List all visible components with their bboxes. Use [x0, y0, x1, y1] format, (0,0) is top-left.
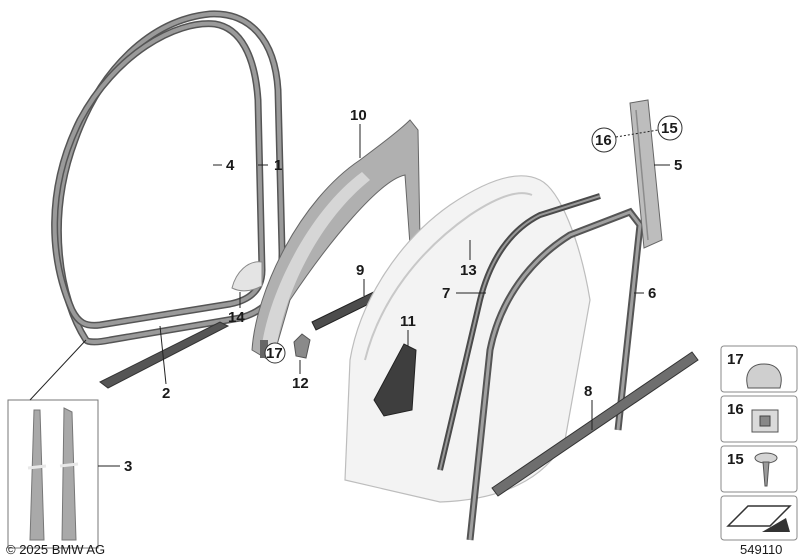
part-3-detail-box [7, 399, 99, 549]
legend-17-clip-icon [746, 363, 782, 389]
callout-2: 2 [162, 385, 170, 402]
callout-15-ring [657, 115, 683, 141]
door-seal-outer [54, 10, 286, 346]
callout-3: 3 [124, 458, 132, 475]
part-8-belt-moulding [491, 351, 699, 497]
callout-4: 4 [226, 157, 235, 174]
callout-11: 11 [400, 313, 416, 330]
callout-17-ring [264, 342, 286, 364]
callout-6: 6 [648, 285, 656, 302]
door-window-frame [364, 192, 533, 361]
part-3-pieces [27, 407, 79, 541]
leader-16-15 [615, 129, 659, 138]
callout-12: 12 [292, 375, 309, 392]
part-11-mirror-patch [373, 343, 417, 417]
part-2-strip [99, 321, 230, 389]
callout-13: 13 [460, 262, 477, 279]
callout-16-ring [591, 127, 617, 153]
legend-label-15: 15 [727, 451, 744, 468]
legend-label-16: 16 [727, 401, 744, 418]
legend-label-17: 17 [727, 351, 744, 368]
callout-5: 5 [674, 157, 682, 174]
legend-15-screw-shank [762, 461, 770, 487]
door-shell [344, 175, 591, 503]
callout-8: 8 [584, 383, 592, 400]
callout-10: 10 [350, 107, 367, 124]
door-seal-inner [51, 20, 266, 329]
callout-15: 15 [661, 120, 678, 137]
legend-box-15 [720, 445, 798, 493]
callout-9: 9 [356, 262, 364, 279]
callout-1: 1 [274, 157, 282, 174]
callout-14: 14 [228, 309, 245, 326]
part-10-pillar-trim [251, 119, 421, 363]
leader-3-detail [29, 339, 87, 401]
callout-7: 7 [442, 285, 450, 302]
legend-arrow-icon [726, 505, 792, 527]
part-10-inner-face [262, 172, 370, 350]
copyright-text: © 2025 BMW AG [6, 542, 105, 557]
part-14-trim [231, 261, 263, 292]
callout-16: 16 [595, 132, 612, 149]
diagram-number: 549110 [740, 542, 782, 557]
leader-2 [159, 325, 167, 385]
part-17-clip-on-pillar [260, 340, 268, 358]
part-12-bracket [293, 333, 311, 359]
callout-17: 17 [266, 345, 283, 362]
